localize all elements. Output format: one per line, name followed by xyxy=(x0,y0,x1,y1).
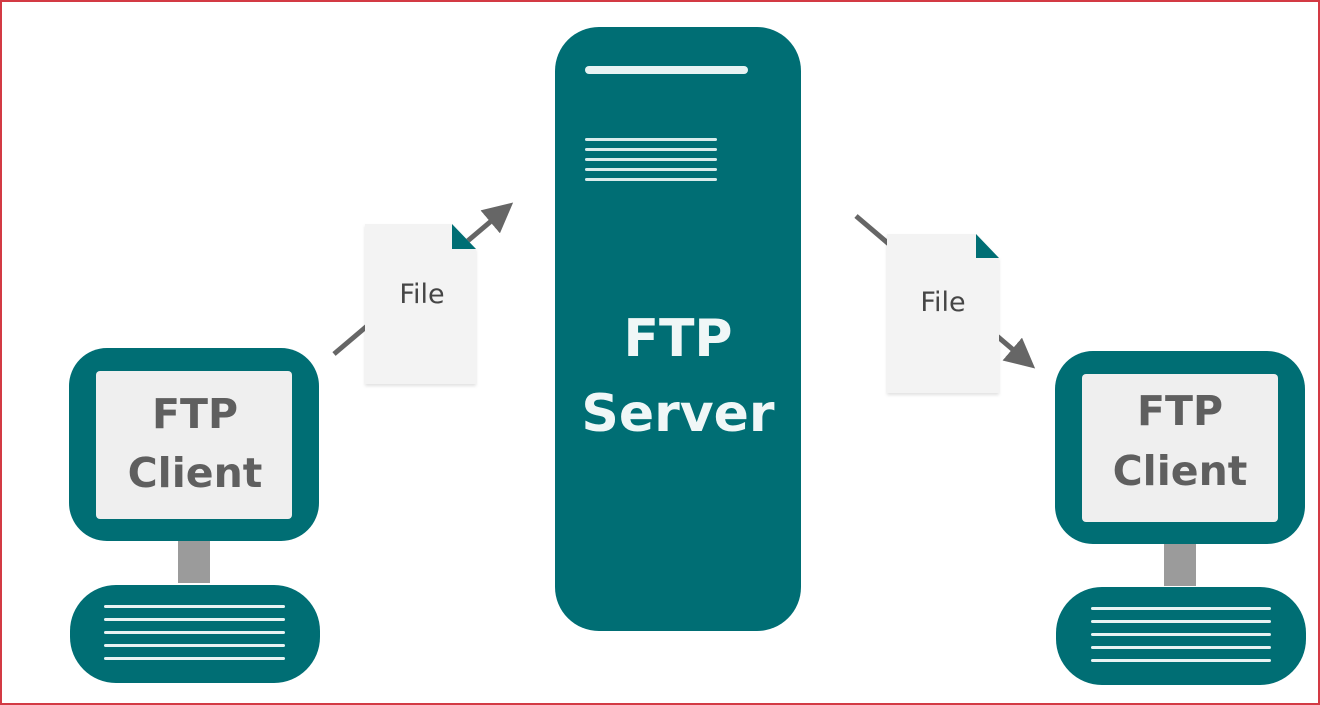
left-client-label-line-2: Client xyxy=(128,449,263,497)
right-file-label: File xyxy=(920,287,965,318)
server-label-line-1: FTP xyxy=(623,309,732,369)
left-client-stand xyxy=(178,541,210,583)
right-client-screen xyxy=(1082,374,1278,522)
ftp-server: FTP Server xyxy=(555,27,801,631)
right-file-document xyxy=(887,234,999,393)
server-top-bar xyxy=(585,66,748,74)
left-ftp-client: FTP Client xyxy=(69,348,320,683)
right-client-stand xyxy=(1164,544,1196,586)
right-client-base-lines xyxy=(1091,607,1271,662)
right-client-label-line-2: Client xyxy=(1113,447,1248,495)
left-file-transfer: File xyxy=(332,202,514,384)
left-client-screen xyxy=(96,371,292,519)
left-client-base-lines xyxy=(104,605,285,660)
server-vent-lines xyxy=(585,138,717,181)
left-file-label: File xyxy=(399,279,444,310)
server-label-line-2: Server xyxy=(581,384,775,444)
right-ftp-client: FTP Client xyxy=(1055,351,1306,685)
right-file-fold xyxy=(976,234,999,258)
right-client-label-line-1: FTP xyxy=(1137,387,1223,435)
left-file-document xyxy=(365,224,476,384)
left-file-fold xyxy=(452,224,476,249)
left-client-label-line-1: FTP xyxy=(152,390,238,438)
right-file-transfer: File xyxy=(854,214,1036,393)
